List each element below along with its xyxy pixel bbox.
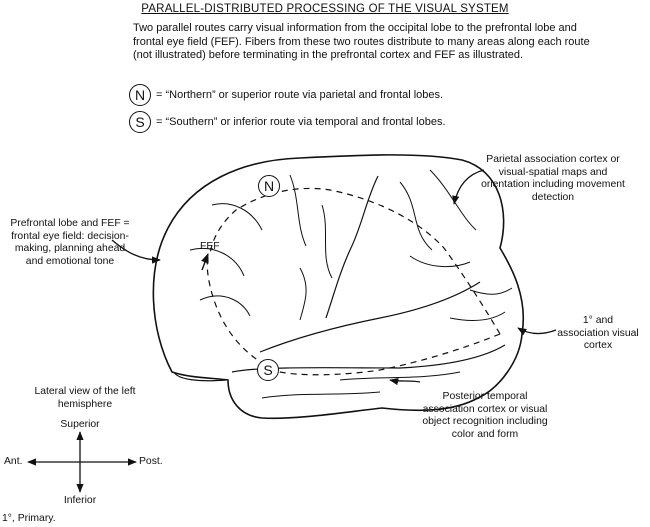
temporal-pointer (389, 378, 421, 386)
fef-arrow (201, 253, 209, 271)
orientation-compass (27, 431, 137, 493)
parietal-pointer (452, 169, 485, 205)
south-route-symbol: S (129, 111, 151, 133)
southern-route-path (206, 255, 501, 376)
diagram-title: PARALLEL-DISTRIBUTED PROCESSING OF THE V… (141, 3, 509, 15)
north-route-marker: N (258, 175, 280, 197)
brainstem-stub (173, 371, 227, 382)
legend-north-text: = “Northern” or superior route via parie… (156, 89, 444, 101)
compass-posterior: Post. (139, 456, 163, 467)
northern-route-path (209, 187, 501, 335)
compass-inferior: Inferior (63, 495, 97, 506)
footnote: 1°, Primary. (2, 513, 56, 524)
parietal-label: Parietal association cortex or visual-sp… (481, 154, 625, 203)
legend-north: N = “Northern” or superior route via par… (129, 84, 443, 106)
temporal-label: Posterior temporal association cortex or… (422, 391, 548, 440)
compass-superior: Superior (60, 419, 100, 430)
view-caption: Lateral view of the left hemisphere (34, 386, 136, 410)
fef-marker-label: FEF (200, 241, 220, 252)
intro-paragraph: Two parallel routes carry visual informa… (133, 22, 590, 62)
lateral-sulcus (259, 281, 481, 353)
hemisphere-outline (152, 154, 524, 420)
visual-cortex-label: 1° and association visual cortex (557, 315, 639, 352)
legend-south: S = “Southern” or inferior route via tem… (129, 111, 446, 133)
visual-cortex-pointer (517, 327, 557, 336)
prefrontal-pointer (111, 239, 161, 264)
south-route-marker: S (257, 359, 279, 381)
central-sulcus (325, 175, 379, 319)
compass-anterior: Ant. (4, 456, 23, 467)
prefrontal-label: Prefrontal lobe and FEF = frontal eye fi… (10, 218, 130, 267)
legend-south-text: = “Southern” or inferior route via tempo… (156, 116, 446, 128)
north-route-symbol: N (129, 84, 151, 106)
